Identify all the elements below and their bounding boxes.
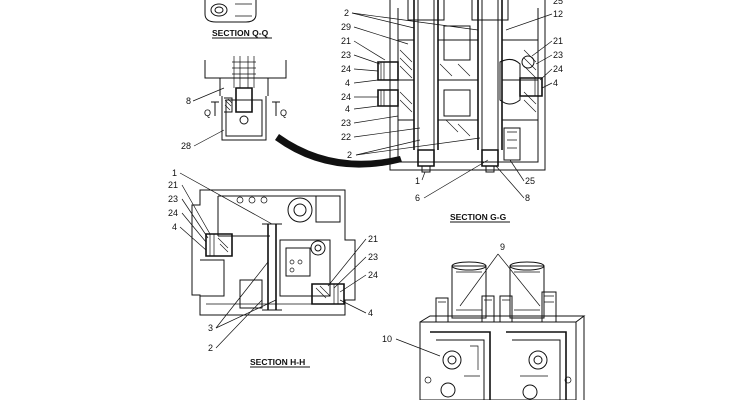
qq-body: Q Q	[204, 56, 287, 141]
hh-label-23: 23	[168, 194, 178, 204]
gg-label-2-bottom: 2	[347, 150, 352, 160]
qq-label-28: 28	[181, 141, 191, 151]
hh-label-23-right: 23	[368, 252, 378, 262]
gg-label-4-b: 4	[345, 104, 350, 114]
gg-label-12: 12	[553, 9, 563, 19]
hh-label-1: 1	[172, 168, 177, 178]
hh-label-4: 4	[172, 222, 177, 232]
hh-label-3: 3	[208, 323, 213, 333]
gg-label-25: 25	[525, 176, 535, 186]
gg-label-4-a: 4	[345, 78, 350, 88]
view-arrow	[275, 134, 402, 168]
hh-body	[191, 189, 356, 316]
section-gg-view: 2 29 21 23 24 4 24 4 23 22 2 1 6 25 12 2…	[341, 0, 563, 223]
section-qq-title: SECTION Q-Q	[212, 28, 269, 38]
gg-label-24-b: 24	[341, 92, 351, 102]
gg-label-25-top: 25	[553, 0, 563, 6]
iso-label-9: 9	[500, 242, 505, 252]
gg-label-4-right: 4	[553, 78, 558, 88]
qq-top-fragment	[204, 0, 257, 23]
gg-label-21: 21	[341, 36, 351, 46]
gg-label-24-a: 24	[341, 64, 351, 74]
section-hh-view: 1 21 23 24 4 21 23 24 4 3 2 SECTION H-H	[168, 168, 378, 368]
iso-solenoid-right	[509, 261, 545, 319]
gg-body	[377, 0, 546, 173]
cut-mark-right: Q	[272, 101, 287, 118]
gg-label-23: 23	[341, 50, 351, 60]
hh-label-2: 2	[208, 343, 213, 353]
hh-label-4-right: 4	[368, 308, 373, 318]
gg-label-2-top: 2	[344, 8, 349, 18]
iso-solenoid-left	[451, 261, 487, 319]
gg-label-1: 1	[415, 176, 420, 186]
gg-label-24-right: 24	[553, 64, 563, 74]
section-qq-view: SECTION Q-Q Q Q	[181, 0, 287, 151]
cut-mark-right-label: Q	[280, 108, 287, 118]
iso-label-10: 10	[382, 334, 392, 344]
gg-label-21-right: 21	[553, 36, 563, 46]
qq-label-8: 8	[186, 96, 191, 106]
hh-label-24: 24	[168, 208, 178, 218]
hh-label-21-right: 21	[368, 234, 378, 244]
gg-label-29: 29	[341, 22, 351, 32]
gg-label-8: 8	[525, 193, 530, 203]
gg-label-22: 22	[341, 132, 351, 142]
cut-mark-left: Q	[204, 101, 219, 118]
gg-label-23-b: 23	[341, 118, 351, 128]
section-hh-title: SECTION H-H	[250, 357, 305, 367]
gg-label-6: 6	[415, 193, 420, 203]
section-gg-title: SECTION G-G	[450, 212, 507, 222]
iso-valve-view: 9 10	[382, 242, 586, 400]
hh-label-24-right: 24	[368, 270, 378, 280]
cut-mark-left-label: Q	[204, 108, 211, 118]
hh-label-21: 21	[168, 180, 178, 190]
gg-label-23-right: 23	[553, 50, 563, 60]
